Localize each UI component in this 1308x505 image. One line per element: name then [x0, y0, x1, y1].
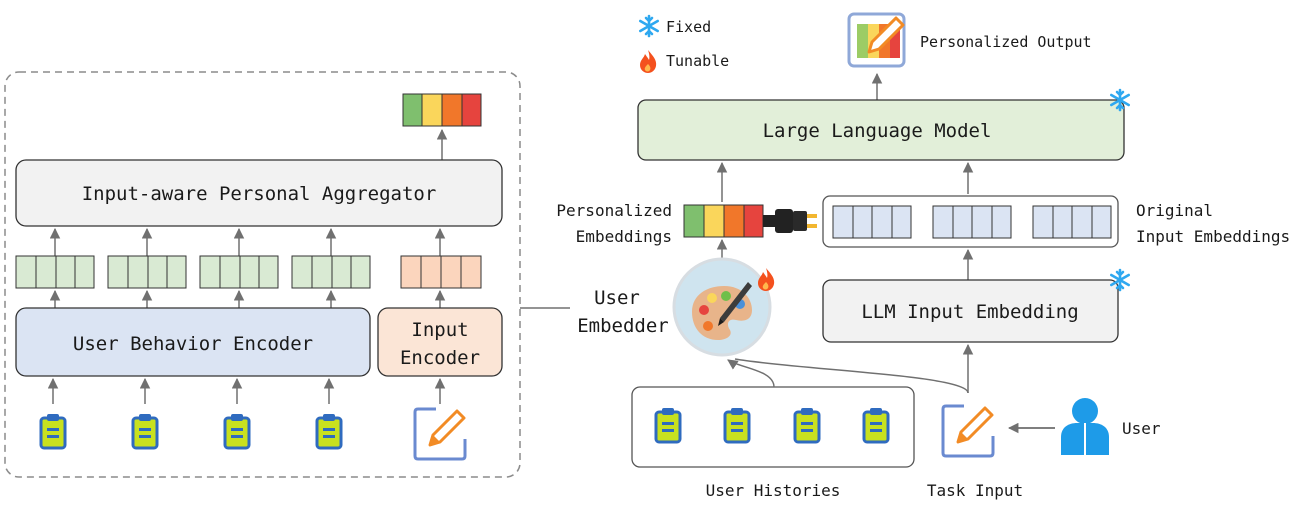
original-embeddings-label-line1: Original — [1136, 201, 1213, 220]
user-embedder-label-line1: User — [594, 287, 640, 309]
personalized-embedding-bar — [683, 204, 764, 238]
pencil-note-icon — [941, 404, 995, 458]
encoder-output-arrows — [49, 289, 446, 308]
original-embedding-strips — [832, 205, 1112, 239]
clipboard-icon — [654, 406, 682, 444]
personalized-embeddings-label-line1: Personalized — [556, 201, 672, 220]
snowflake-icon — [638, 14, 660, 38]
clipboard-icon — [315, 412, 343, 450]
user-icon — [1061, 398, 1109, 455]
legend-fixed-label: Fixed — [666, 18, 711, 36]
aggregated-embedding-bar — [402, 93, 482, 127]
llm-box — [637, 99, 1125, 161]
original-embeddings-label-line2: Input Embeddings — [1136, 227, 1290, 246]
clipboard-icon — [131, 412, 159, 450]
pencil-note-icon — [413, 407, 467, 461]
user-histories-label: User Histories — [706, 481, 841, 500]
input-encoder-box — [377, 307, 503, 377]
personal-aggregator-box — [15, 159, 503, 227]
llm-input-embedding-label: LLM Input Embedding — [861, 301, 1078, 323]
user-histories-group — [631, 386, 915, 468]
clipboard-icon — [39, 412, 67, 450]
fire-icon — [640, 50, 657, 73]
clipboard-icon — [862, 406, 890, 444]
user-embedder-detail-panel — [4, 71, 521, 478]
task-input-label: Task Input — [927, 481, 1023, 500]
input-embedding-strip — [400, 255, 482, 289]
personal-aggregator-label: Input-aware Personal Aggregator — [82, 183, 437, 205]
personalized-embeddings-label-line2: Embeddings — [576, 227, 672, 246]
llm-input-embedding-box — [822, 279, 1119, 343]
user-behavior-encoder-box — [15, 307, 371, 377]
behavior-embedding-strips — [15, 255, 371, 289]
clipboard-icon — [223, 412, 251, 450]
histories-to-embedder-arrow — [727, 359, 775, 388]
llm-label: Large Language Model — [763, 120, 992, 142]
user-behavior-encoder-label: User Behavior Encoder — [73, 333, 313, 355]
legend-tunable-label: Tunable — [666, 52, 729, 70]
fire-icon — [758, 268, 775, 291]
personalized-output-label: Personalized Output — [920, 33, 1092, 51]
clipboard-icon — [723, 406, 751, 444]
output-icon — [847, 12, 906, 68]
user-embedder-label-line2: Embedder — [577, 315, 669, 337]
original-embeddings-group — [822, 195, 1119, 248]
clipboard-icon — [793, 406, 821, 444]
task-to-embedder-curve — [734, 358, 969, 394]
aggregator-input-arrows — [49, 227, 446, 256]
history-input-arrows — [47, 377, 446, 404]
user-label: User — [1122, 419, 1161, 438]
palette-icon — [692, 282, 752, 340]
input-encoder-label-line1: Input — [411, 319, 468, 341]
plug-icon — [763, 209, 817, 233]
input-encoder-label-line2: Encoder — [400, 347, 480, 369]
